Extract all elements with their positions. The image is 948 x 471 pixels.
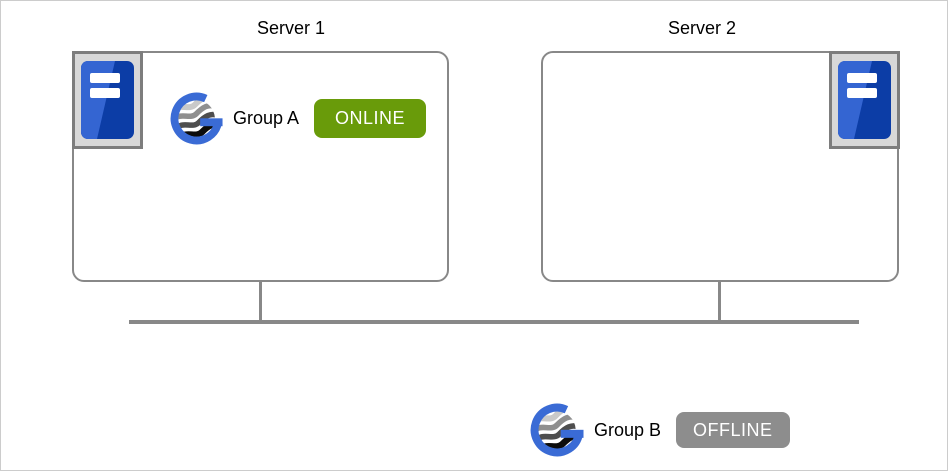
server1-rack-icon [72,51,143,149]
server2-network-link-line [718,282,721,323]
server1-network-link-line [259,282,262,323]
group-a-label: Group A [233,108,300,128]
group-b-label: Group B [594,419,662,440]
group-a-row: Group A ONLINE [169,91,427,146]
server-rack-icon [81,61,134,139]
network-bus-line [129,320,859,324]
server1-title: Server 1 [256,18,326,38]
group-a-status-badge: ONLINE [314,99,427,138]
group-b-row: Group B OFFLINE [529,402,790,458]
group-b-logo-icon [530,403,584,457]
server-rack-icon [838,61,891,139]
group-b-status-badge: OFFLINE [676,412,790,448]
server2-rack-icon [829,51,900,149]
group-a-logo-icon [170,92,223,145]
server2-title: Server 2 [667,18,737,38]
